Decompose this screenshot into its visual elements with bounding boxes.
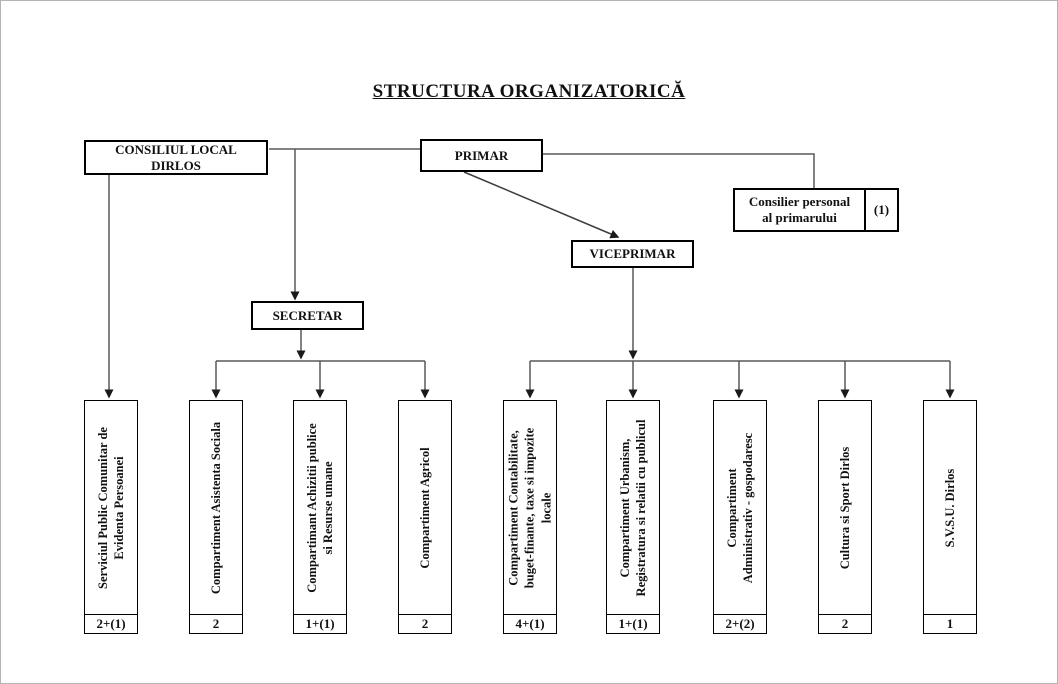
dept-count: 1+(1) <box>607 614 659 633</box>
dept-label: S.V.S.U. Dirlos <box>942 468 957 547</box>
dept-box-agricol: Compartiment Agricol 2 <box>398 400 452 634</box>
node-consiliul-local: CONSILIUL LOCAL DIRLOS <box>84 140 268 175</box>
page-title: STRUCTURA ORGANIZATORICĂ <box>372 81 686 102</box>
node-primar: PRIMAR <box>420 139 543 172</box>
dept-box-urbanism: Compartiment Urbanism, Registratura si r… <box>606 400 660 634</box>
dept-count: 4+(1) <box>504 614 556 633</box>
node-consilier-personal: Consilier personal al primarului (1) <box>733 188 899 232</box>
dept-count: 1 <box>924 614 976 633</box>
consilier-personal-count: (1) <box>873 202 890 218</box>
dept-count: 2 <box>190 614 242 633</box>
dept-label: Compartiment Agricol <box>417 446 432 569</box>
dept-label: Compartiment Contabilitate, buget-finant… <box>506 427 554 588</box>
dept-label: Compartiment Asistenta Sociala <box>208 421 223 594</box>
dept-count: 2 <box>399 614 451 633</box>
dept-count: 2+(1) <box>85 614 137 633</box>
dept-label: Compartiment Urbanism, Registratura si r… <box>617 419 648 596</box>
dept-label: Serviciul Public Comunitar de Evidenta P… <box>95 426 126 589</box>
dept-box-cultura-sport: Cultura si Sport Dirlos 2 <box>818 400 872 634</box>
dept-label: Compartimant Achizitii publice si Resurs… <box>304 422 335 593</box>
dept-box-svsu: S.V.S.U. Dirlos 1 <box>923 400 977 634</box>
consilier-personal-label: Consilier personal al primarului <box>735 190 866 230</box>
dept-box-asistenta-sociala: Compartiment Asistenta Sociala 2 <box>189 400 243 634</box>
dept-label: Cultura si Sport Dirlos <box>837 446 852 569</box>
dept-count: 2 <box>819 614 871 633</box>
dept-box-administrativ-gospodaresc: Compartiment Administrativ - gospodaresc… <box>713 400 767 634</box>
dept-box-serviciul-public-comunitar: Serviciul Public Comunitar de Evidenta P… <box>84 400 138 634</box>
dept-box-contabilitate: Compartiment Contabilitate, buget-finant… <box>503 400 557 634</box>
dept-box-achizitii-publice: Compartimant Achizitii publice si Resurs… <box>293 400 347 634</box>
node-viceprimar: VICEPRIMAR <box>571 240 694 268</box>
dept-count: 2+(2) <box>714 614 766 633</box>
node-secretar: SECRETAR <box>251 301 364 330</box>
dept-label: Compartiment Administrativ - gospodaresc <box>724 432 755 583</box>
dept-count: 1+(1) <box>294 614 346 633</box>
